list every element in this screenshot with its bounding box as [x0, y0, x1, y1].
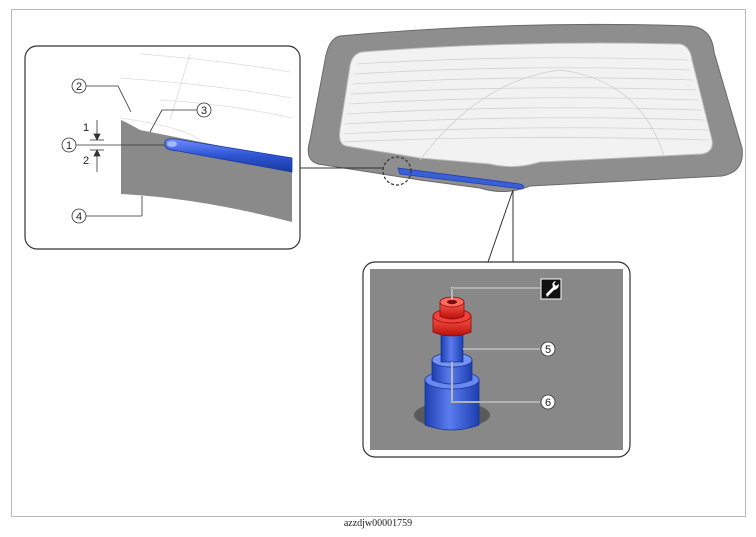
mounting-nut	[432, 296, 472, 337]
detail-glass-lines	[119, 53, 293, 141]
dimension-marker	[90, 120, 104, 172]
detail-view-nozzle-position: 2 3 1 1 2 4	[24, 45, 383, 250]
callout-3-label: 3	[201, 105, 207, 117]
defroster-lines	[342, 57, 711, 161]
callout-6-circle	[540, 394, 556, 410]
callout-4-label: 4	[76, 211, 82, 223]
callout-1-label: 1	[66, 140, 72, 152]
figure-caption: azzdjw00001759	[343, 518, 413, 529]
nozzle-tip-highlight	[167, 141, 177, 147]
grommet-base	[424, 379, 480, 431]
mount-leader-line	[487, 189, 514, 263]
washer-nozzle-main	[397, 167, 524, 190]
callout-1-circle	[61, 137, 77, 153]
detail-circle-marker	[382, 156, 412, 186]
callout-6-label: 6	[545, 397, 551, 409]
callout-3-circle	[196, 102, 212, 118]
callout-2-circle	[71, 78, 87, 94]
callout-2-label: 2	[76, 81, 82, 93]
callout-5-label: 5	[545, 344, 551, 356]
rear-window-glass	[339, 42, 713, 168]
washer-nozzle-detail	[164, 138, 293, 173]
detail-view-nozzle-mount: 5 6	[362, 189, 631, 458]
dimension-lower-label: 2	[83, 155, 89, 167]
rear-window	[307, 23, 743, 192]
callout-4-circle	[71, 208, 87, 224]
mount-view-background	[370, 269, 623, 450]
wrench-icon	[540, 278, 562, 300]
dimension-upper-label: 1	[83, 122, 89, 134]
detail-body-panel	[121, 120, 292, 222]
callout-5-circle	[540, 341, 556, 357]
